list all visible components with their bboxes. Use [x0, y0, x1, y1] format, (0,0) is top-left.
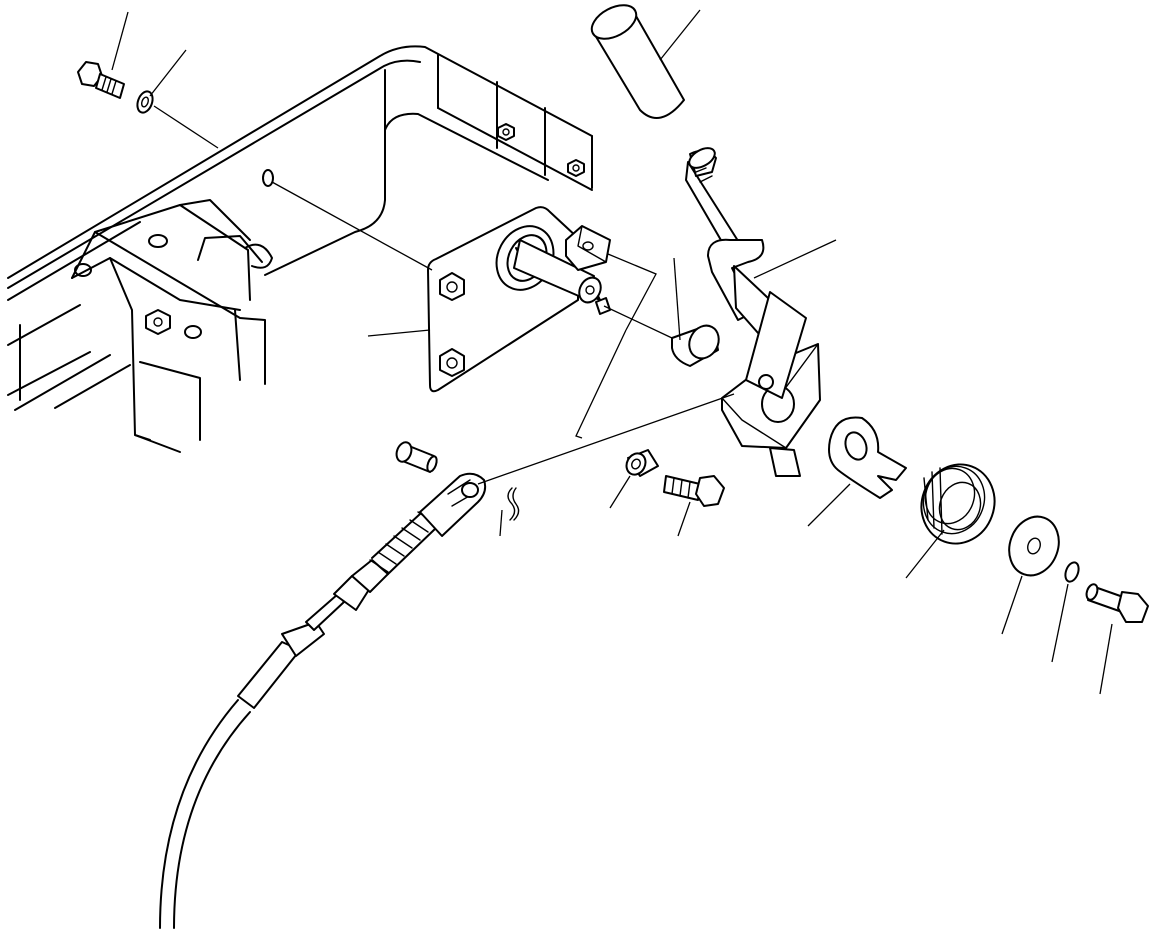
- frame-bolt: [77, 61, 125, 99]
- frame-washer: [136, 90, 154, 114]
- collar: [625, 449, 659, 477]
- cap-screw: [663, 475, 725, 507]
- mounting-plate: [427, 206, 579, 393]
- control-lever: [685, 147, 821, 477]
- lever-knob: [590, 4, 685, 119]
- pivot-shaft: [513, 239, 611, 315]
- shaft-bushing: [671, 324, 720, 367]
- clevis-pin: [395, 441, 438, 473]
- retaining-bolt: [1085, 583, 1149, 623]
- return-spring: [920, 463, 996, 545]
- console-frame: [7, 45, 593, 453]
- rivet: [262, 169, 274, 187]
- cotter-pin: [507, 487, 520, 521]
- shaft-clamp-block: [565, 225, 611, 271]
- lock-tab-washer: [828, 416, 907, 499]
- cable-assembly: [159, 472, 487, 929]
- leader-lines: [111, 9, 1113, 695]
- flat-washer: [1008, 515, 1060, 577]
- spring-washer: [1064, 561, 1080, 583]
